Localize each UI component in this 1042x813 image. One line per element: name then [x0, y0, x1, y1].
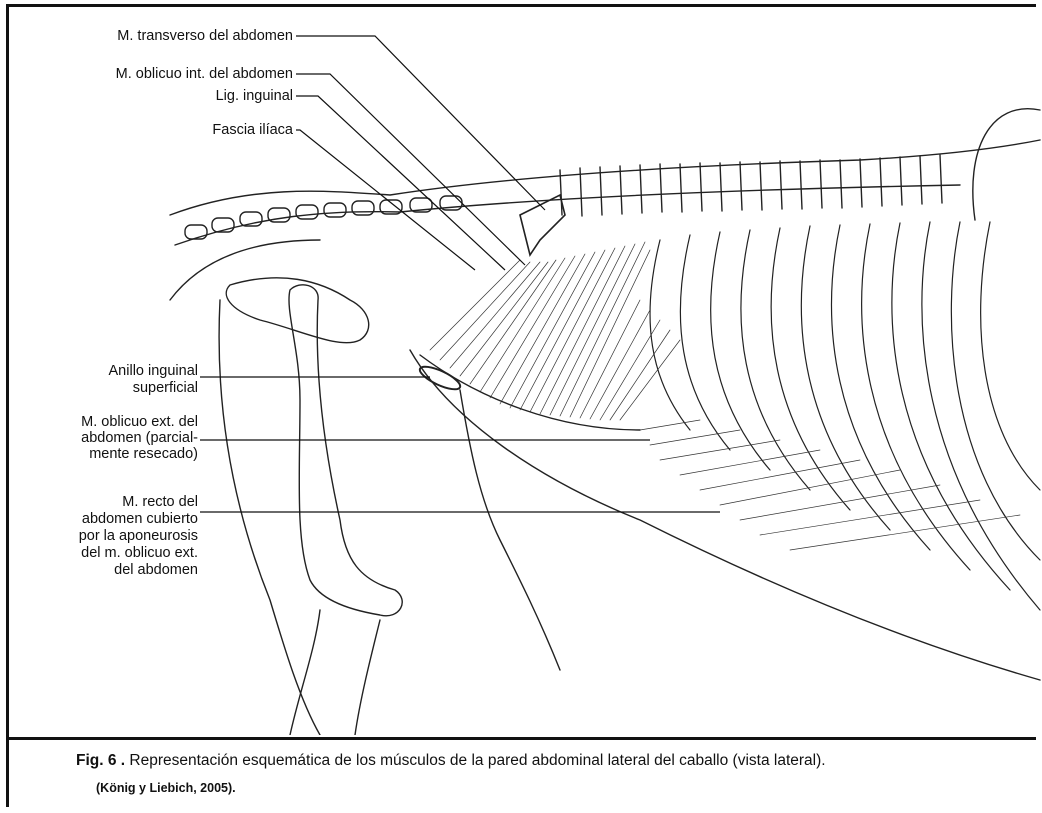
figure-number: Fig. 6 . — [76, 752, 125, 769]
caption-reference: (König y Liebich, 2005). — [96, 781, 236, 795]
label-lig-inguinal: Lig. inguinal — [60, 88, 293, 104]
label-recto-4: del m. oblicuo ext. — [20, 545, 198, 561]
label-recto-5: del abdomen — [20, 562, 198, 578]
caption-text: Representación esquemática de los múscul… — [125, 752, 825, 769]
label-recto-3: por la aponeurosis — [20, 528, 198, 544]
label-recto-1: M. recto del — [20, 494, 198, 510]
label-transverso: M. transverso del abdomen — [60, 28, 293, 44]
label-oblicuo-ext-1: M. oblicuo ext. del — [20, 414, 198, 430]
label-oblicuo-int: M. oblicuo int. del abdomen — [40, 66, 293, 82]
label-anillo-2: superficial — [20, 380, 198, 396]
figure-caption: Fig. 6 . Representación esquemática de l… — [6, 737, 1036, 807]
label-fascia-iliaca: Fascia ilíaca — [60, 122, 293, 138]
caption-line: Fig. 6 . Representación esquemática de l… — [76, 752, 826, 770]
label-recto-2: abdomen cubierto — [20, 511, 198, 527]
label-anillo-1: Anillo inguinal — [20, 363, 198, 379]
label-oblicuo-ext-2: abdomen (parcial- — [20, 430, 198, 446]
label-oblicuo-ext-3: mente resecado) — [20, 446, 198, 462]
